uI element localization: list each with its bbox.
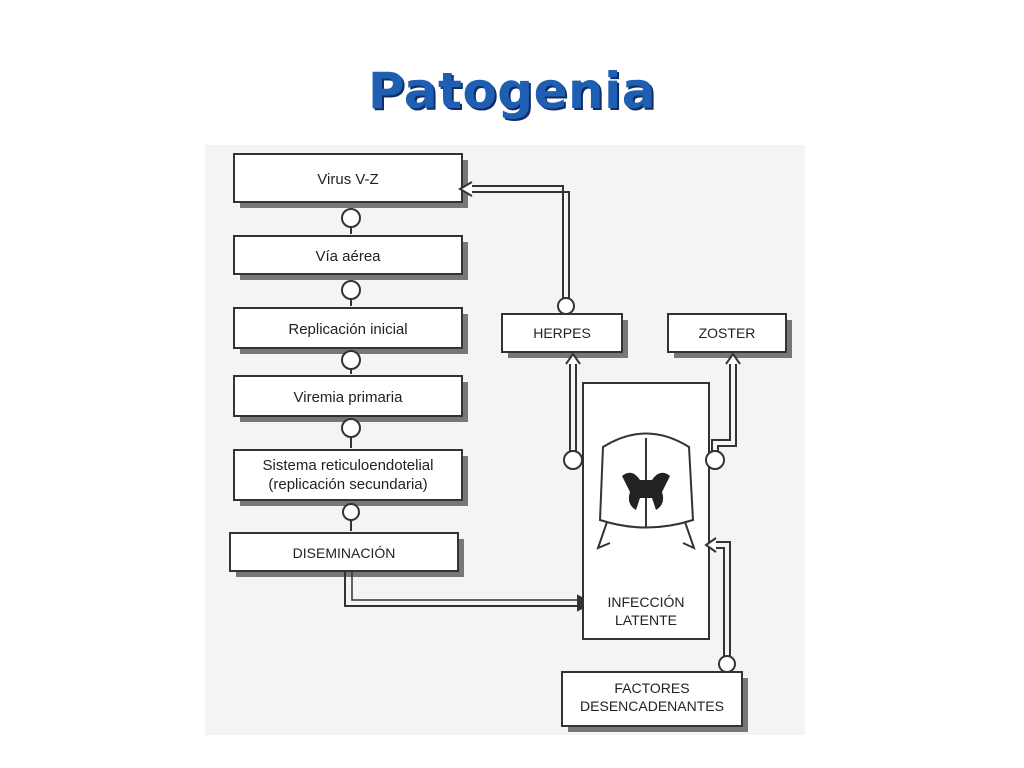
box-viremia-primaria: Viremia primaria xyxy=(233,375,468,422)
box-zoster-label: ZOSTER xyxy=(699,325,756,341)
box-infeccion-line1: INFECCIÓN xyxy=(608,594,685,610)
box-zoster: ZOSTER xyxy=(667,313,792,358)
box-sistema-line2: (replicación secundaria) xyxy=(268,476,427,493)
box-replicacion-inicial: Replicación inicial xyxy=(233,307,468,354)
box-infeccion-latente: INFECCIÓN LATENTE xyxy=(582,382,710,640)
box-infeccion-line2: LATENTE xyxy=(615,612,677,628)
box-factores-line2: DESENCADENANTES xyxy=(580,698,724,714)
arrow-latente-to-herpes xyxy=(563,352,583,470)
connectors-left xyxy=(341,208,361,531)
box-virus-label: Virus V-Z xyxy=(317,171,378,188)
box-herpes-label: HERPES xyxy=(533,325,591,341)
box-diseminacion: DISEMINACIÓN xyxy=(229,532,464,577)
box-via-aerea-label: Vía aérea xyxy=(315,248,381,265)
box-viremia-primaria-label: Viremia primaria xyxy=(294,389,404,406)
box-herpes: HERPES xyxy=(501,313,628,358)
box-sistema-reticuloendotelial: Sistema reticuloendotelial (replicación … xyxy=(233,449,468,506)
box-factores: FACTORES DESENCADENANTES xyxy=(561,671,748,732)
box-sistema-line1: Sistema reticuloendotelial xyxy=(263,457,434,474)
box-replicacion-inicial-label: Replicación inicial xyxy=(288,321,407,338)
page-title: Patogenia xyxy=(368,62,656,120)
arrow-herpes-to-virus xyxy=(458,181,575,315)
box-factores-line1: FACTORES xyxy=(614,680,689,696)
box-virus: Virus V-Z xyxy=(233,153,468,208)
spinal-cord-icon xyxy=(596,432,696,550)
box-via-aerea: Vía aérea xyxy=(233,235,468,280)
arrow-factores-to-latente xyxy=(704,537,736,673)
arrow-latente-to-zoster xyxy=(705,352,741,470)
box-diseminacion-label: DISEMINACIÓN xyxy=(293,545,396,561)
